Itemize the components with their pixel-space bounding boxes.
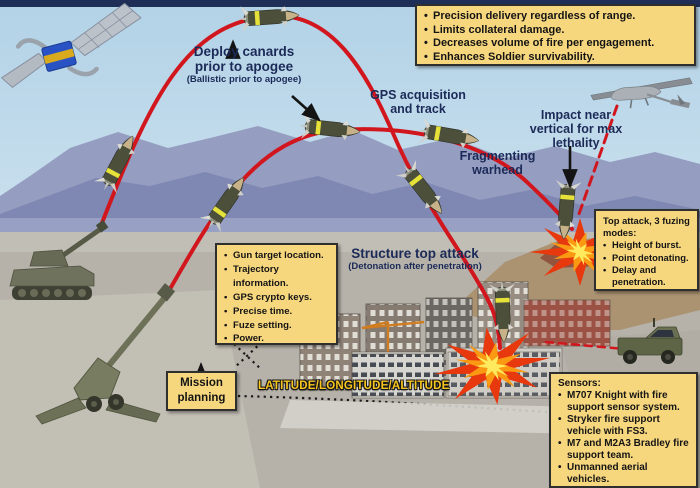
deploy-canards-sub: (Ballistic prior to apogee) xyxy=(186,74,302,86)
bullet-item: Delay and penetration. xyxy=(603,264,690,288)
bullet-item: Precise time. xyxy=(224,305,329,319)
white-slab-building xyxy=(351,351,445,399)
bullet-item: Trajectory information. xyxy=(224,263,329,291)
deploy-canards-line1: Deploy canards xyxy=(193,44,295,59)
mission-planning-callout: Mission planning xyxy=(166,371,237,411)
sensors-title: Sensors: xyxy=(558,378,601,389)
sensor-link-dashed xyxy=(544,340,638,352)
bullet-item: Height of burst. xyxy=(603,239,690,251)
fragmenting-warhead-label: Fragmenting warhead xyxy=(459,149,536,177)
pointer-arrows xyxy=(225,39,578,189)
gun-data-callout: Gun target location.Trajectory informati… xyxy=(215,243,338,346)
bullet-item: Point detonating. xyxy=(603,252,690,264)
fuzing-callout: Top attack, 3 fuzing modes: Height of bu… xyxy=(594,209,699,291)
towed-howitzer-icon xyxy=(35,283,176,425)
uav-datalink-dashed xyxy=(577,104,619,216)
bullet-item: Limits collateral damage. xyxy=(424,24,687,38)
impact-label: Impact near vertical for max lethality xyxy=(529,108,623,150)
trajectory-arc-1 xyxy=(98,13,502,350)
benefits-list: Precision delivery regardless of range.L… xyxy=(424,10,687,65)
bullet-item: M7 and M2A3 Bradley fire support team. xyxy=(558,438,689,462)
bullet-item: Power. xyxy=(224,332,329,346)
uav-icon xyxy=(590,77,693,109)
benefits-callout: Precision delivery regardless of range.L… xyxy=(415,4,696,66)
mountains xyxy=(0,126,700,240)
bullet-item: Unmanned aerial vehicles. xyxy=(558,462,689,486)
sensors-list: M707 Knight with fire support sensor sys… xyxy=(558,390,689,486)
bullet-item: Enhances Soldier survivability. xyxy=(424,51,687,65)
bullet-item: Gun target location. xyxy=(224,249,329,263)
gps-track-label: GPS acquisition and track xyxy=(370,88,466,116)
mission-line1: Mission xyxy=(180,377,223,390)
fuzing-list: Height of burst.Point detonating.Delay a… xyxy=(603,239,690,288)
self-propelled-howitzer-icon xyxy=(9,220,109,300)
deploy-canards-label: Deploy canards prior to apogee (Ballisti… xyxy=(175,44,313,86)
bullet-item: Fuze setting. xyxy=(224,319,329,333)
bullet-item: Precision delivery regardless of range. xyxy=(424,10,687,24)
top-bar xyxy=(0,0,700,7)
bullet-item: GPS crypto keys. xyxy=(224,291,329,305)
gun-data-list: Gun target location.Trajectory informati… xyxy=(224,249,329,346)
deploy-canards-line2: prior to apogee xyxy=(194,59,294,75)
fuzing-title: Top attack, 3 fuzing modes: xyxy=(603,215,690,239)
bullet-item: Decreases volume of fire per engagement. xyxy=(424,37,687,51)
structure-attack-label: Structure top attack (Detonation after p… xyxy=(348,246,482,273)
satellite-icon xyxy=(0,2,142,89)
truck-icon xyxy=(617,318,683,364)
bullet-item: Stryker fire support vehicle with FS3. xyxy=(558,414,689,438)
mission-line2: planning xyxy=(177,392,226,404)
brick-building xyxy=(523,299,611,347)
bullet-item: M707 Knight with fire support sensor sys… xyxy=(558,390,689,414)
sensors-callout: Sensors: M707 Knight with fire support s… xyxy=(549,372,698,488)
coordinates-label: LATITUDE/LONGITUDE/ALTITUDE xyxy=(258,380,450,392)
mission-dotted-links xyxy=(233,341,549,414)
